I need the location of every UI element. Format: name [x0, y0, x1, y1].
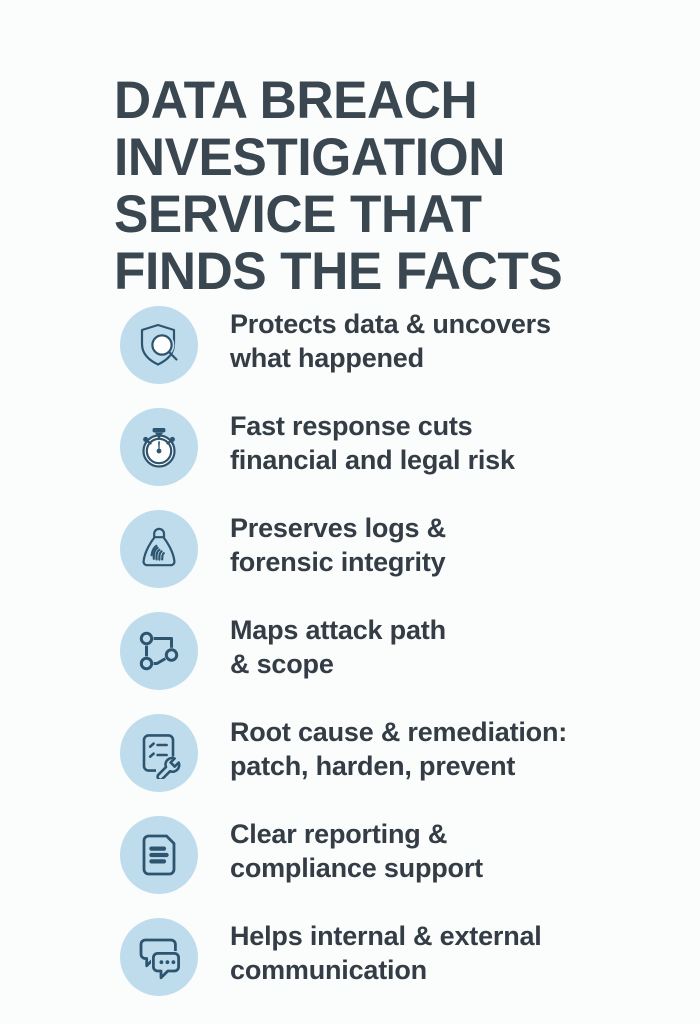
benefit-item-fast-response: Fast response cuts financial and legal r…	[0, 405, 700, 507]
shield-magnifier-icon	[120, 306, 198, 384]
benefit-line-1: Clear reporting &	[230, 819, 448, 849]
page-title: DATA BREACH INVESTIGATION SERVICE THAT F…	[114, 72, 657, 300]
benefit-line-1: Protects data & uncovers	[230, 309, 551, 339]
headline-line-2: INVESTIGATION	[114, 127, 506, 187]
benefit-label: Protects data & uncovers what happened	[230, 307, 670, 375]
benefits-list: Protects data & uncovers what happened	[0, 303, 700, 1017]
benefit-line-1: Fast response cuts	[230, 411, 473, 441]
benefit-line-2: what happened	[230, 343, 424, 373]
evidence-bag-fingerprint-icon	[120, 510, 198, 588]
benefit-label: Preserves logs & forensic integrity	[230, 511, 670, 579]
benefit-line-2: & scope	[230, 649, 334, 679]
benefit-item-root-cause: Root cause & remediation: patch, harden,…	[0, 711, 700, 813]
benefit-label: Root cause & remediation: patch, harden,…	[230, 715, 670, 783]
benefit-label: Clear reporting & compliance support	[230, 817, 670, 885]
benefit-item-protects-data: Protects data & uncovers what happened	[0, 303, 700, 405]
benefit-label: Maps attack path & scope	[230, 613, 670, 681]
benefit-line-2: forensic integrity	[230, 547, 446, 577]
benefit-item-communication: Helps internal & external communication	[0, 915, 700, 1017]
benefit-label: Fast response cuts financial and legal r…	[230, 409, 670, 477]
stopwatch-icon	[120, 408, 198, 486]
benefit-item-clear-reporting: Clear reporting & compliance support	[0, 813, 700, 915]
node-graph-path-icon	[120, 612, 198, 690]
benefit-line-1: Maps attack path	[230, 615, 446, 645]
checklist-wrench-icon	[120, 714, 198, 792]
benefit-line-1: Preserves logs &	[230, 513, 446, 543]
benefit-line-2: patch, harden, prevent	[230, 751, 516, 781]
headline-line-4: FINDS THE FACTS	[114, 241, 563, 301]
headline-line-1: DATA BREACH	[114, 70, 478, 130]
benefit-line-2: financial and legal risk	[230, 445, 515, 475]
benefit-line-1: Helps internal & external	[230, 921, 542, 951]
document-lines-icon	[120, 816, 198, 894]
benefit-item-preserves-logs: Preserves logs & forensic integrity	[0, 507, 700, 609]
benefit-item-maps-attack-path: Maps attack path & scope	[0, 609, 700, 711]
benefit-line-2: communication	[230, 955, 427, 985]
benefit-line-1: Root cause & remediation:	[230, 717, 568, 747]
benefit-line-2: compliance support	[230, 853, 483, 883]
speech-bubbles-icon	[120, 918, 198, 996]
headline-line-3: SERVICE THAT	[114, 184, 482, 244]
benefit-label: Helps internal & external communication	[230, 919, 670, 987]
